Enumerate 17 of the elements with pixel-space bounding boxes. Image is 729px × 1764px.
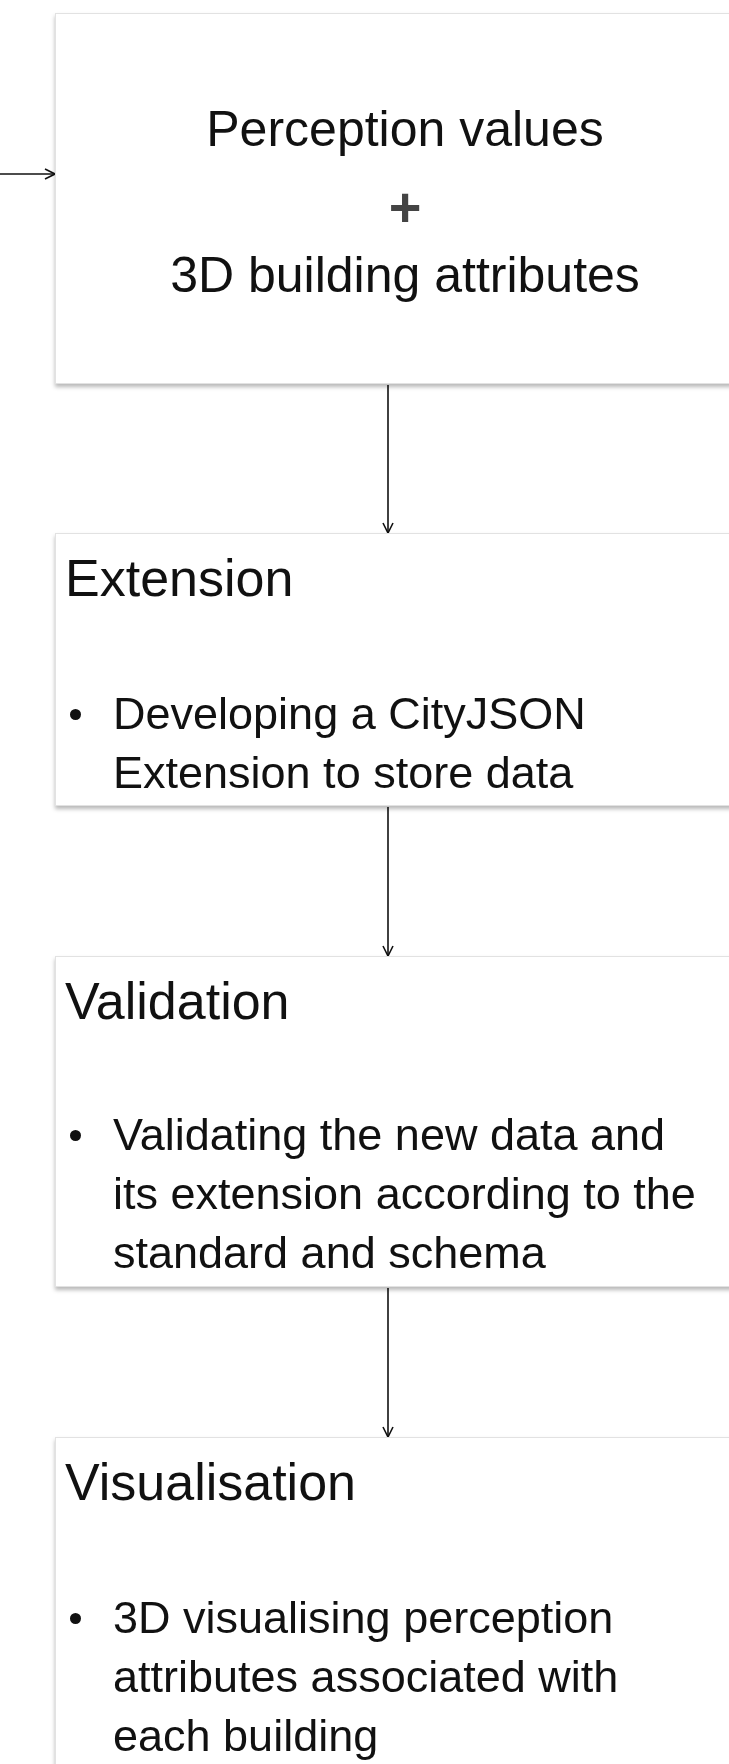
arrow xyxy=(382,1287,394,1438)
process-box xyxy=(55,13,729,384)
arrow xyxy=(382,384,394,534)
plus-sign: + xyxy=(387,179,423,235)
step-heading: Validation xyxy=(65,975,290,1027)
step-heading: Extension xyxy=(65,552,294,604)
arrow xyxy=(382,806,394,957)
process-box xyxy=(55,956,729,1287)
bullet-text: Developing a CityJSON Extension to store data xyxy=(113,687,587,800)
arrow xyxy=(0,168,56,180)
process-box xyxy=(55,533,729,806)
box-text: Perception values xyxy=(205,104,605,154)
process-box xyxy=(55,1437,729,1764)
bullet-text: 3D visualising perception attributes associated with each building xyxy=(113,1591,620,1763)
box-text: 3D building attributes xyxy=(169,250,641,300)
step-heading: Visualisation xyxy=(65,1456,356,1508)
bullet-text: Validating the new data and its extension according to the standard and schema xyxy=(113,1108,697,1280)
